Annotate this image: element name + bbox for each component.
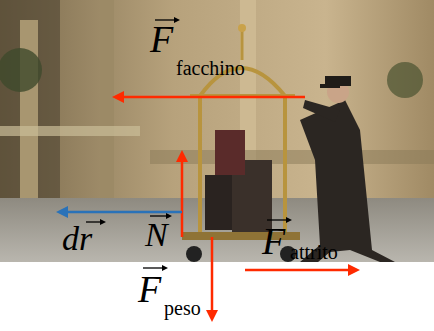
displacement-symbol: dr	[62, 222, 92, 256]
displacement-arrow	[66, 211, 182, 214]
arrowhead	[206, 310, 218, 322]
force-subscript: attrito	[290, 242, 338, 262]
force-arrow	[211, 237, 214, 312]
force-subscript: peso	[164, 298, 201, 318]
arrowhead	[56, 206, 68, 218]
force-arrow	[122, 96, 305, 99]
force-symbol: F	[150, 20, 173, 58]
vector-accent	[174, 17, 180, 23]
force-arrow	[181, 160, 184, 237]
force-symbol: N	[145, 218, 168, 252]
arrowhead	[348, 264, 360, 276]
vector-accent	[150, 215, 168, 216]
vector-accent	[162, 265, 168, 271]
vector-accent	[267, 219, 288, 220]
arrowhead	[112, 91, 124, 103]
arrowhead	[176, 150, 188, 162]
force-arrow	[245, 269, 350, 272]
vector-accent	[100, 219, 106, 225]
vector-accent	[286, 217, 292, 223]
vector-accent	[143, 267, 164, 268]
force-symbol: F	[138, 270, 161, 308]
force-subscript: facchino	[176, 58, 245, 78]
force-symbol: F	[262, 222, 285, 260]
